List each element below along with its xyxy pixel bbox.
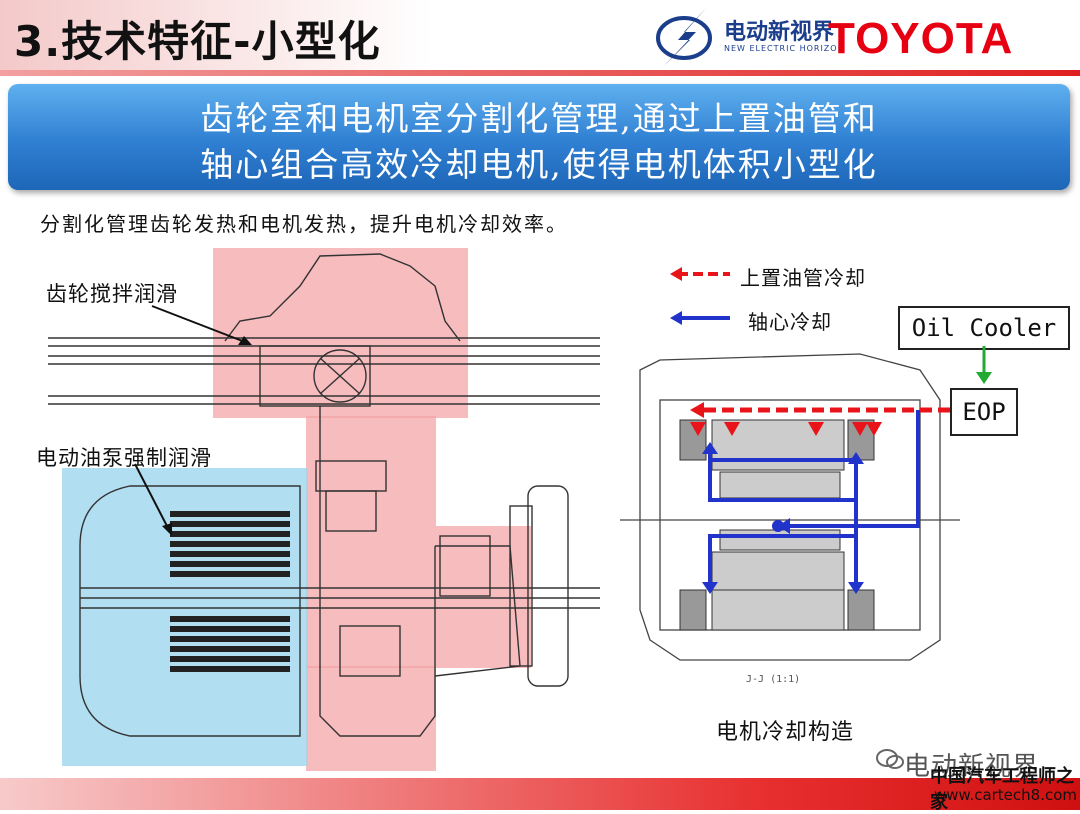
headline-banner: 齿轮室和电机室分割化管理,通过上置油管和 轴心组合高效冷却电机,使得电机体积小型…: [8, 84, 1070, 190]
legend-axis-label: 轴心冷却: [748, 310, 832, 334]
logo-chinese-name: 电动新视界: [724, 20, 835, 45]
slide-title: 3.技术特征-小型化: [14, 17, 381, 66]
watermark-account: 电动新视界: [904, 752, 1040, 782]
banner-line-1: 齿轮室和电机室分割化管理,通过上置油管和: [200, 99, 878, 138]
pump-lubrication-label: 电动油泵强制润滑: [36, 446, 212, 470]
watermark-site-name: 中国汽车工程师之家: [930, 766, 1074, 813]
footer-bar: [0, 778, 1080, 810]
blue-arrow-icon: [670, 311, 682, 325]
red-dashed-arrow-icon: [670, 267, 682, 281]
gear-lubrication-label: 齿轮搅拌润滑: [46, 282, 178, 306]
motor-cooling-caption: 电机冷却构造: [716, 720, 855, 745]
oil-cooler-box: Oil Cooler: [898, 306, 1070, 350]
lightning-logo-icon: [656, 8, 712, 66]
header-bar: [0, 0, 1080, 72]
transaxle-cross-section-drawing: [48, 248, 600, 771]
motor-cooling-drawing: J-J (1:1): [620, 353, 960, 685]
header-stripe: [0, 70, 1080, 76]
logo-english-name: NEW ELECTRIC HORIZON: [724, 44, 845, 53]
legend-arrows: [670, 267, 730, 325]
subtitle-text: 分割化管理齿轮发热和电机发热，提升电机冷却效率。: [40, 212, 568, 236]
section-mark: J-J (1:1): [746, 674, 800, 685]
wechat-icon: [876, 749, 904, 769]
toyota-brand-logo: TOYOTA: [828, 14, 1014, 63]
green-arrow-icon: [976, 346, 992, 384]
banner-line-2: 轴心组合高效冷却电机,使得电机体积小型化: [200, 145, 878, 184]
gear-chamber-zone: [213, 248, 468, 418]
legend-top-pipe-label: 上置油管冷却: [740, 266, 866, 290]
eop-box: EOP: [950, 388, 1018, 436]
watermark-url: www.cartech8.com: [934, 786, 1078, 804]
